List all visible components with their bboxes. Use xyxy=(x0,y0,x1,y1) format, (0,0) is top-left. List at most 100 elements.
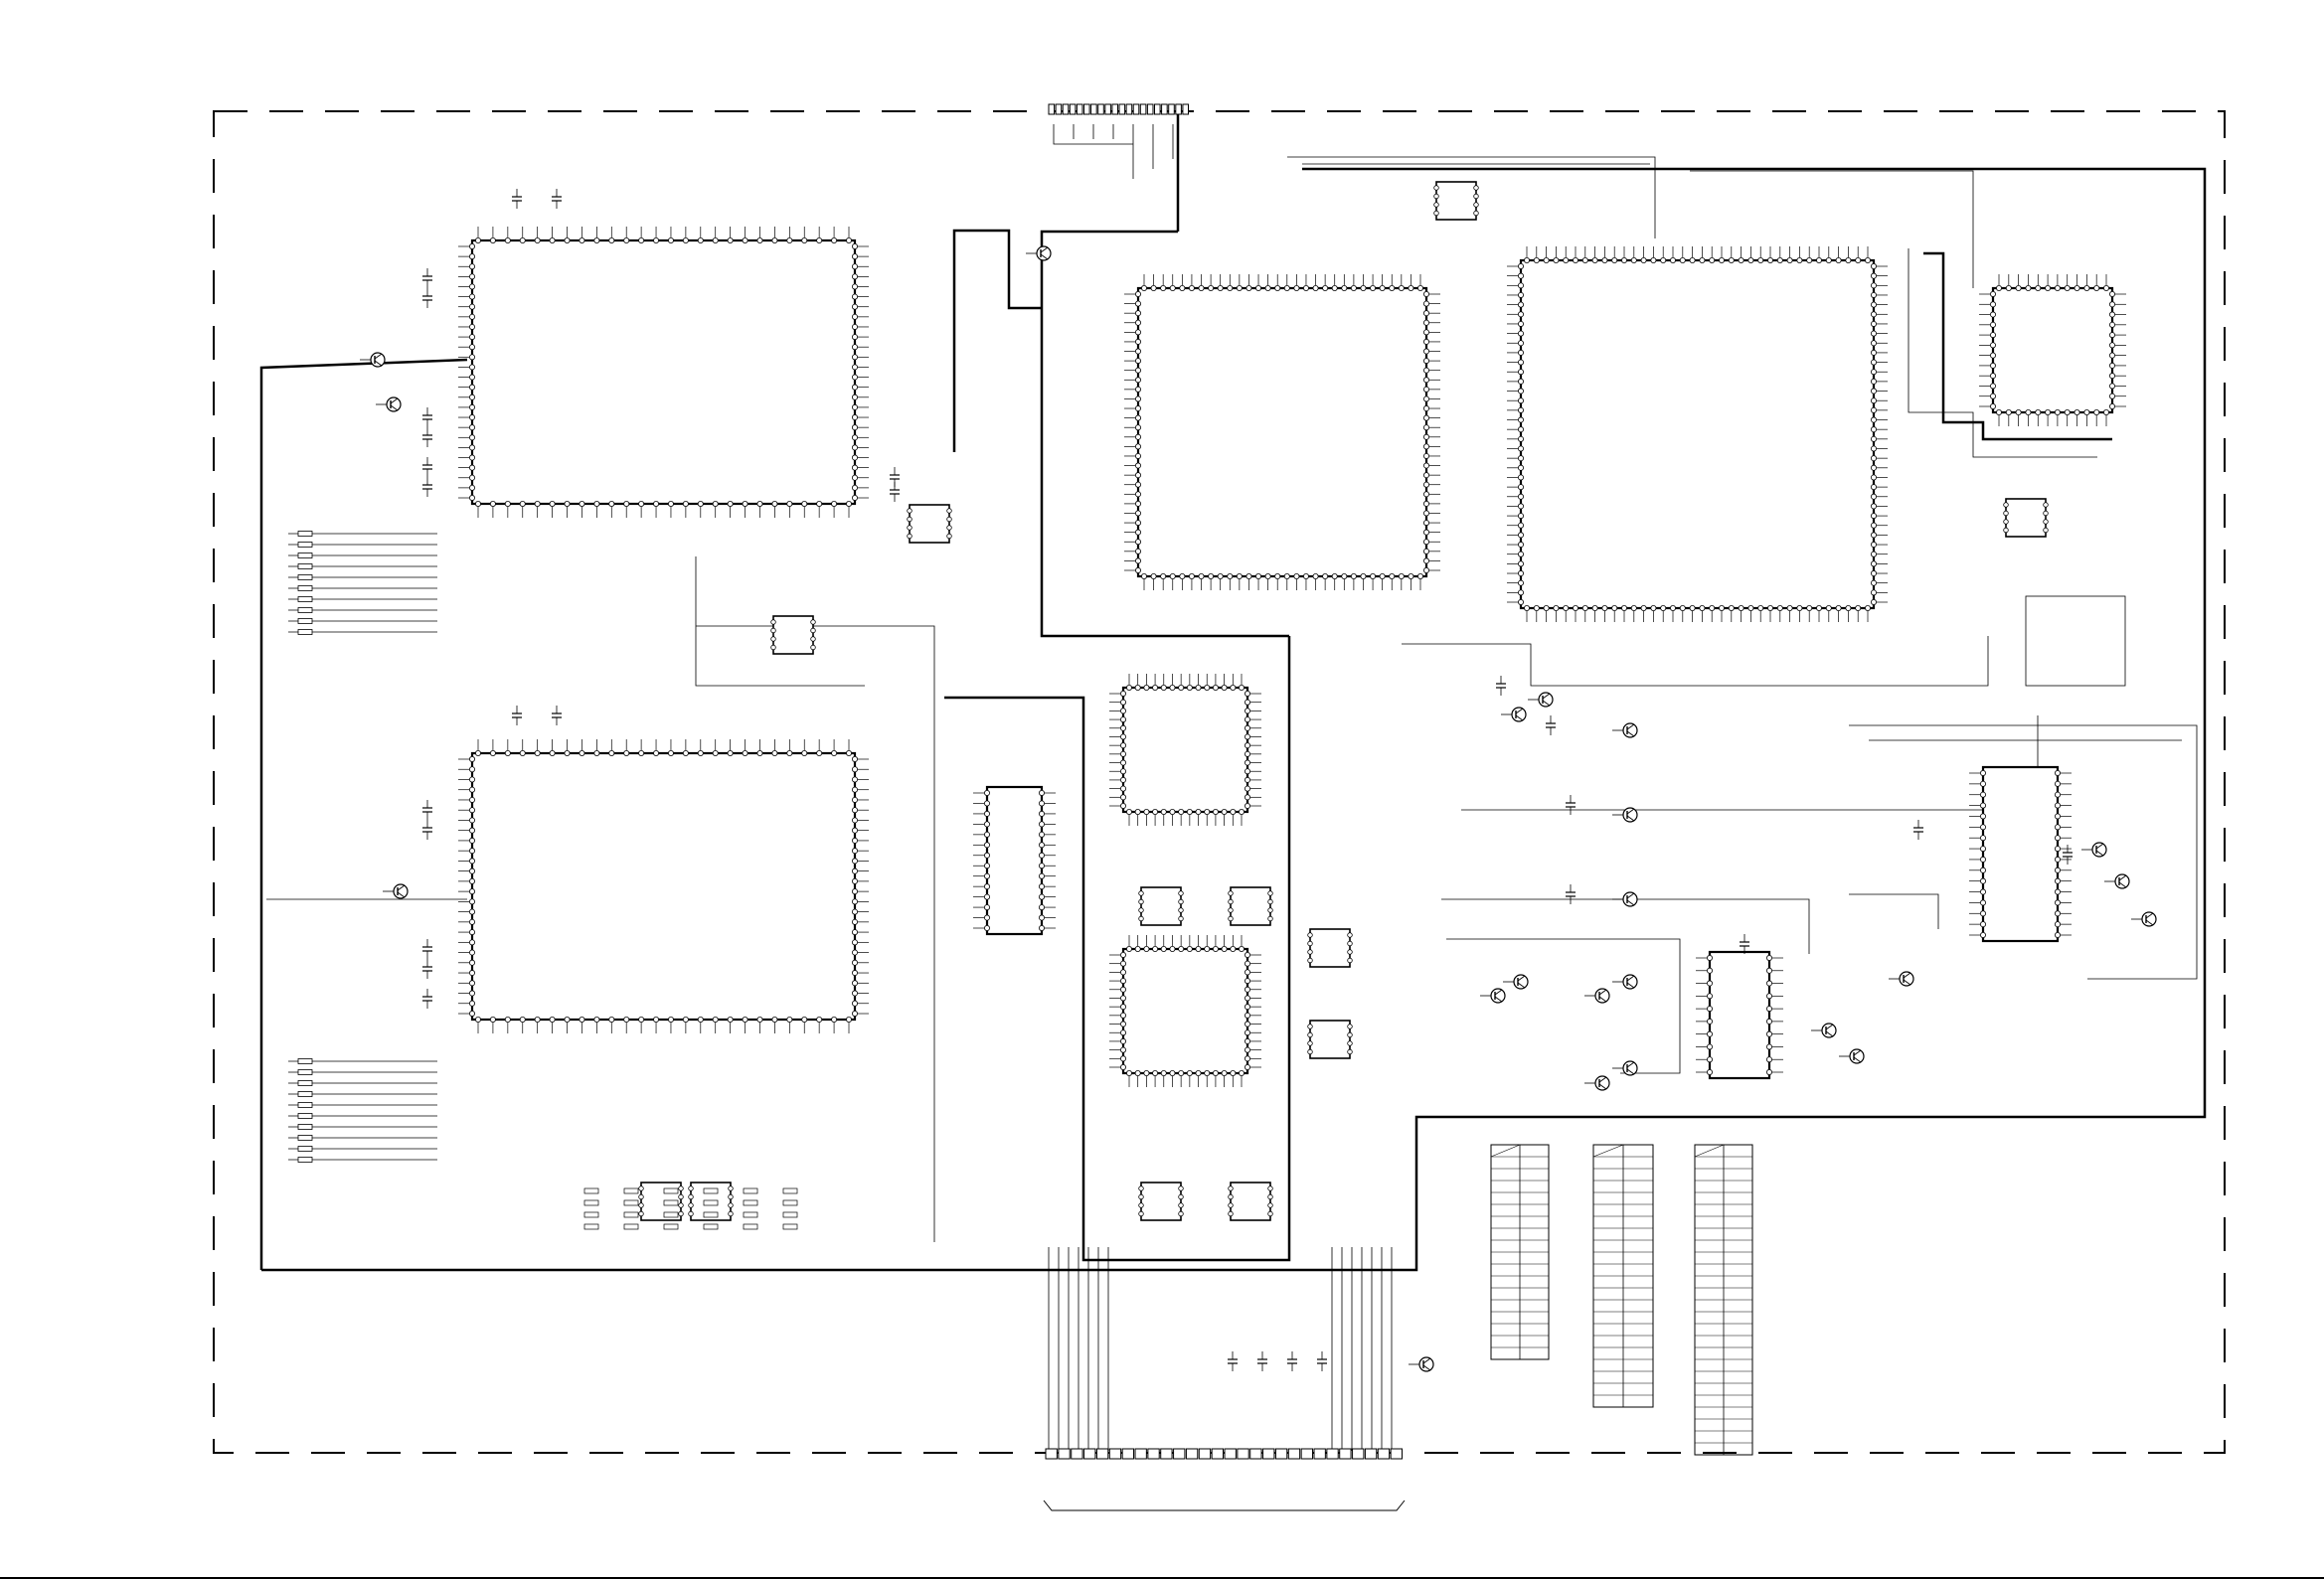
resistor xyxy=(584,1200,598,1205)
resistor xyxy=(783,1200,797,1205)
capacitor xyxy=(422,820,432,840)
capacitor xyxy=(1566,884,1576,904)
ic-right-qfp xyxy=(1979,274,2126,426)
resistor xyxy=(744,1188,757,1193)
resistor xyxy=(783,1224,797,1229)
ic-mixer xyxy=(1696,952,1783,1078)
small-ic xyxy=(2004,499,2049,537)
bus-top xyxy=(1054,124,1173,179)
pin-table-2 xyxy=(1593,1145,1653,1407)
capacitor xyxy=(1496,676,1506,696)
resistor xyxy=(584,1212,598,1217)
capacitor xyxy=(890,482,900,502)
resistor xyxy=(288,586,437,591)
resistor xyxy=(288,1158,437,1163)
resistor xyxy=(744,1212,757,1217)
resistor xyxy=(288,1059,437,1064)
transistor xyxy=(1480,989,1505,1003)
capacitor xyxy=(422,939,432,959)
components xyxy=(288,104,2156,1459)
capacitor xyxy=(422,268,432,288)
transistor xyxy=(1811,1024,1836,1037)
capacitor xyxy=(1317,1351,1327,1371)
resistor xyxy=(288,1092,437,1097)
small-ic xyxy=(1139,1183,1184,1220)
resistor xyxy=(288,553,437,558)
transistor xyxy=(2131,912,2156,926)
ic-memory-1 xyxy=(1109,674,1261,826)
small-ic xyxy=(1308,1021,1353,1058)
resistor xyxy=(783,1188,797,1193)
capacitor xyxy=(1228,1351,1238,1371)
small-ic xyxy=(771,616,816,654)
ic-memory-2 xyxy=(1109,935,1261,1087)
resistor xyxy=(704,1212,718,1217)
capacitor xyxy=(422,959,432,979)
capacitor xyxy=(1546,715,1556,735)
capacitor xyxy=(422,288,432,308)
transistor xyxy=(2104,874,2129,888)
transistor xyxy=(1584,989,1609,1003)
resistor xyxy=(288,597,437,602)
capacitor xyxy=(1257,1351,1267,1371)
transistor xyxy=(1839,1049,1864,1063)
resistor xyxy=(704,1224,718,1229)
small-ic xyxy=(1434,182,1479,220)
resistor xyxy=(704,1188,718,1193)
ic-large-processor xyxy=(1507,246,1888,622)
ic-video-processor-2 xyxy=(458,739,869,1033)
resistor xyxy=(664,1224,678,1229)
resistor xyxy=(624,1224,638,1229)
pin-table-1 xyxy=(1491,1145,1549,1359)
resistor xyxy=(288,608,437,613)
resistor xyxy=(288,1147,437,1152)
connector-top xyxy=(1049,104,1189,114)
power-rail-left xyxy=(261,360,467,1270)
ic-buffer xyxy=(973,787,1056,934)
capacitor xyxy=(552,189,562,209)
resistor xyxy=(288,1114,437,1119)
resistor xyxy=(288,1103,437,1108)
resistor xyxy=(664,1200,678,1205)
capacitor xyxy=(552,706,562,725)
capacitor xyxy=(1287,1351,1297,1371)
transistor xyxy=(1409,1357,1433,1371)
transistor xyxy=(2081,843,2106,857)
resistor xyxy=(664,1212,678,1217)
resistor xyxy=(624,1212,638,1217)
resistor xyxy=(584,1188,598,1193)
transistor xyxy=(1612,723,1637,737)
ic-video-processor-1 xyxy=(458,227,869,518)
small-ic xyxy=(1308,929,1353,967)
bus-bottom xyxy=(1049,1247,1392,1451)
small-ic xyxy=(1229,1183,1273,1220)
resistor xyxy=(288,543,437,548)
pin-table-3 xyxy=(1695,1145,1752,1455)
bottom-brace xyxy=(1044,1500,1405,1510)
capacitor xyxy=(422,989,432,1009)
transistor xyxy=(1584,1076,1609,1090)
capacitor xyxy=(512,706,522,725)
resistor xyxy=(288,630,437,635)
transistor xyxy=(383,884,408,898)
resistor xyxy=(584,1224,598,1229)
transistor xyxy=(1026,246,1051,260)
capacitor xyxy=(1913,820,1923,840)
transistor xyxy=(1501,708,1526,721)
ic-audio xyxy=(1969,767,2072,941)
resistor xyxy=(288,575,437,580)
resistor xyxy=(624,1200,638,1205)
resistor xyxy=(664,1188,678,1193)
resistor xyxy=(288,1136,437,1141)
transistor xyxy=(376,397,401,411)
capacitor xyxy=(512,189,522,209)
small-ic xyxy=(1229,887,1273,925)
capacitor xyxy=(422,800,432,820)
resistor xyxy=(288,564,437,569)
resistor xyxy=(288,619,437,624)
resistor xyxy=(288,1081,437,1086)
transistor xyxy=(1612,892,1637,906)
transistor xyxy=(1612,1061,1637,1075)
resistor xyxy=(744,1224,757,1229)
